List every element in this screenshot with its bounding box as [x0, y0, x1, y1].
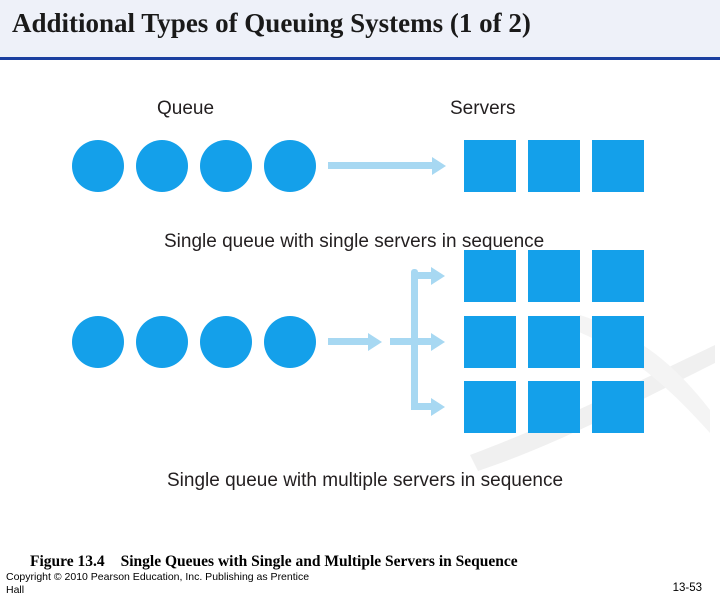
- caption-multiple-servers: Single queue with multiple servers in se…: [167, 470, 564, 491]
- server-unit: [528, 250, 580, 302]
- page-number: 13-53: [672, 582, 702, 594]
- server-unit: [464, 316, 516, 368]
- flow-arrow-shaft: [411, 272, 431, 279]
- server-unit: [528, 381, 580, 433]
- copyright-line-2: Hall: [6, 584, 25, 596]
- flow-arrow-shaft: [411, 338, 431, 345]
- queue-unit: [136, 140, 188, 192]
- server-unit: [592, 381, 644, 433]
- flow-arrow-head: [431, 267, 445, 285]
- server-unit: [592, 250, 644, 302]
- queue-unit: [264, 316, 316, 368]
- queue-unit: [72, 316, 124, 368]
- server-unit: [464, 140, 516, 192]
- server-unit: [464, 250, 516, 302]
- server-unit: [592, 316, 644, 368]
- label-queue: Queue: [157, 98, 215, 119]
- figure-caption: Figure 13.4 Single Queues with Single and…: [30, 552, 630, 571]
- figure-number: Figure 13.4: [30, 553, 105, 570]
- copyright-notice: Copyright © 2010 Pearson Education, Inc.…: [6, 571, 436, 597]
- flow-arrow-shaft: [328, 162, 432, 169]
- flow-arrow-shaft: [328, 338, 368, 345]
- queue-unit: [264, 140, 316, 192]
- server-unit: [528, 140, 580, 192]
- copyright-line-1: Copyright © 2010 Pearson Education, Inc.…: [6, 571, 310, 583]
- queue-unit: [72, 140, 124, 192]
- server-unit: [528, 316, 580, 368]
- slide-body: Queue Servers Single queue with single s…: [0, 63, 720, 596]
- caption-single-servers: Single queue with single servers in sequ…: [164, 231, 545, 252]
- flow-arrow-head: [431, 333, 445, 351]
- figure-title: Single Queues with Single and Multiple S…: [120, 553, 518, 570]
- flow-arrow-shaft: [411, 403, 431, 410]
- flow-arrow-head: [432, 157, 446, 175]
- slide-title-bar: Additional Types of Queuing Systems (1 o…: [0, 0, 720, 60]
- label-servers: Servers: [450, 98, 516, 119]
- split-connector: [390, 338, 418, 345]
- queue-unit: [200, 316, 252, 368]
- page-title: Additional Types of Queuing Systems (1 o…: [12, 8, 531, 38]
- server-unit: [592, 140, 644, 192]
- server-unit: [464, 381, 516, 433]
- flow-arrow-head: [431, 398, 445, 416]
- figure-diagram: Queue Servers Single queue with single s…: [72, 92, 664, 491]
- queue-unit: [200, 140, 252, 192]
- flow-arrow-head: [368, 333, 382, 351]
- queue-unit: [136, 316, 188, 368]
